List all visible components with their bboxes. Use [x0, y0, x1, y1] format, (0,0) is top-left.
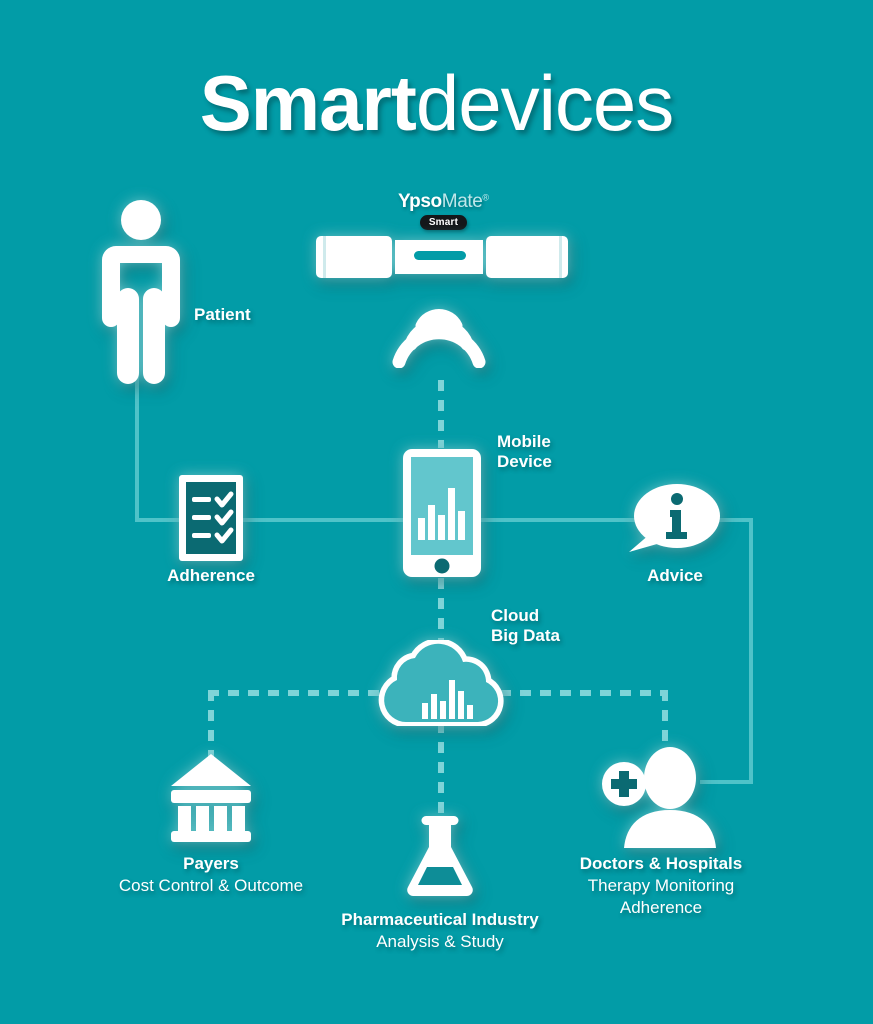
device-logo: YpsoMate® Smart — [391, 192, 496, 230]
dashed-cloud-to-doctors-v — [662, 690, 668, 752]
cloud-label-line1: Cloud — [491, 606, 540, 625]
registered-mark: ® — [482, 192, 490, 203]
bank-building-icon — [163, 752, 259, 849]
cloud-label: Cloud Big Data — [491, 606, 560, 645]
checklist-icon — [178, 474, 244, 567]
doctor-person-cross-icon — [600, 746, 722, 855]
line-patient-down — [135, 360, 139, 522]
dashed-phone-to-cloud — [438, 578, 444, 650]
lab-flask-icon — [403, 812, 477, 907]
patient-icon — [98, 198, 184, 393]
line-into-doctors — [700, 780, 753, 784]
pharma-label: Pharmaceutical Industry — [341, 910, 539, 929]
advice-label: Advice — [647, 566, 703, 585]
page-title: Smartdevices — [0, 64, 873, 142]
logo-light: Mate — [441, 191, 483, 212]
line-right-down — [749, 518, 753, 784]
pharma-sublabel: Analysis & Study — [376, 932, 504, 951]
smartphone-icon — [402, 448, 482, 583]
adherence-label: Adherence — [167, 566, 255, 585]
patient-label: Patient — [194, 305, 251, 324]
dashed-cloud-to-payers-h — [208, 690, 383, 696]
cloud-label-line2: Big Data — [491, 625, 560, 645]
autoinjector-pen-icon — [316, 232, 568, 287]
mobile-device-label: Mobile Device — [497, 432, 552, 471]
mobile-label-line1: Mobile — [497, 432, 551, 451]
dashed-cloud-to-doctors-h — [500, 690, 668, 696]
mobile-label-line2: Device — [497, 451, 552, 471]
dashed-cloud-to-pharma — [438, 722, 444, 820]
payers-label: Payers — [183, 854, 239, 873]
cloud-bar-chart-icon — [370, 638, 510, 731]
doctors-label: Doctors & Hospitals — [579, 854, 743, 873]
smart-badge: Smart — [419, 215, 468, 230]
doctors-sublabel-2: Adherence — [619, 898, 703, 917]
payers-sublabel: Cost Control & Outcome — [118, 876, 304, 895]
title-light: devices — [415, 59, 674, 147]
wireless-signal-icon — [389, 296, 489, 373]
logo-bold: Ypso — [397, 191, 442, 212]
title-bold: Smart — [199, 59, 417, 147]
dashed-cloud-to-payers-v — [208, 690, 214, 768]
line-mobile-advice — [455, 518, 660, 522]
line-adherence-row — [135, 518, 425, 522]
info-speech-bubble-icon — [626, 482, 722, 563]
doctors-sublabel-1: Therapy Monitoring — [587, 876, 735, 895]
dashed-wireless-to-phone — [438, 380, 444, 448]
